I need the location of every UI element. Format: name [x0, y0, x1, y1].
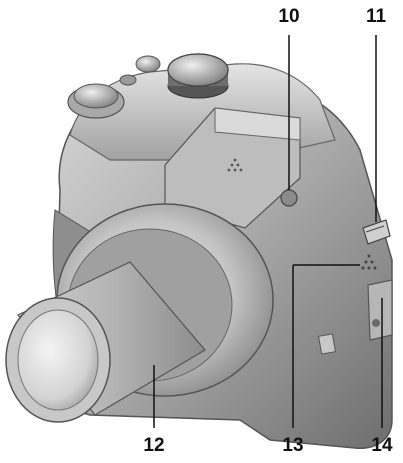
side-door [367, 279, 393, 341]
callout-10: 10 [278, 6, 299, 27]
microphone [361, 254, 377, 270]
flash-hump [164, 107, 301, 229]
mode-dial [167, 53, 229, 99]
top-small-buttons [119, 55, 161, 86]
shutter-button [67, 83, 125, 119]
speaker-grille-top [227, 158, 243, 172]
callout-13: 13 [282, 435, 303, 456]
lens-glass [17, 309, 99, 411]
af-assist-lamp [280, 189, 298, 207]
leader-lines [153, 35, 383, 428]
callout-14: 14 [371, 435, 393, 456]
strap-eyelet [362, 219, 391, 245]
lens-assembly [5, 203, 274, 423]
callout-12: 12 [143, 435, 164, 456]
callout-11: 11 [366, 6, 387, 27]
bottom-tab [317, 333, 337, 355]
